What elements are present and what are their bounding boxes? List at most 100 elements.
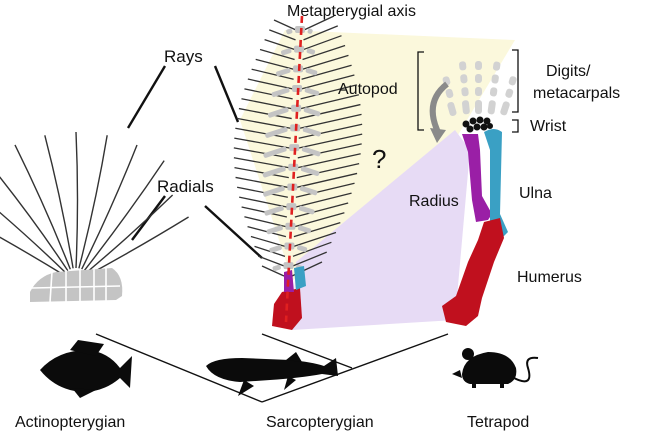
autopod-label: Autopod [338,81,398,98]
fin-ray [298,123,363,139]
fin-ray [241,206,288,218]
fin-ray [294,202,349,218]
digit-bone [447,102,457,117]
sarcopterygian-rays [233,15,363,277]
radius-label: Radius [409,193,459,210]
actinopterygian-radials [30,268,123,302]
fin-ray [44,135,74,269]
fin-ray [294,212,345,228]
fin-ray [299,103,361,120]
fin-ray [250,235,286,248]
radial-bone [286,28,293,35]
radial-bone [304,87,320,96]
radial-bone [271,87,290,98]
fin-ray [300,74,355,90]
actinopterygian-label: Actinopterygian [15,414,125,431]
digit-bone [445,88,454,99]
fin-ray [234,137,291,149]
fin-ray [247,78,294,90]
sarcopterygian-ulna [294,266,306,290]
radial-bone [289,144,300,152]
radial-bone [301,146,321,157]
radial-bone [306,48,316,55]
fin-ray [251,68,294,80]
radial-bone [286,203,297,211]
fin-ray [0,236,65,276]
fin-ray [255,58,295,70]
tetrapod-humerus-bone [442,218,504,326]
digit-bone [500,101,510,116]
fin-ray [292,241,332,257]
fin-ray [0,176,69,272]
fin-ray [261,265,285,277]
radial-bone [297,225,312,234]
sarcopterygian-fish-silhouette [206,352,338,396]
fin-ray [303,15,335,31]
fin-ray [238,107,292,120]
digit-bone [461,87,469,97]
wrist-bracket [512,119,519,133]
fin-ray [244,216,287,228]
actinopterygian-fin [0,131,189,303]
radial-bone [269,245,282,253]
fin-ray [234,166,289,179]
fin-ray [296,162,360,179]
fin-ray [302,44,346,61]
radial-bone [303,107,321,117]
phylogeny-tree [95,333,449,403]
fin-ray [301,54,349,70]
radial-bone [272,264,281,272]
tetrapod-wrist [462,116,493,133]
radial-bone [280,48,292,56]
rotation-arrow-icon [429,81,449,134]
fin-ray [0,211,67,274]
digit-bone [487,100,496,115]
fin-ray [257,255,285,267]
fin-ray [14,144,71,270]
metapterygial-axis-label: Metapterygial axis [287,3,416,20]
radial-bone [302,127,321,137]
fin-ray [78,135,108,269]
digit-bone [475,87,482,96]
tetrapod-digits [442,61,517,117]
metapterygial-axis-line [284,15,304,323]
radial-bone [263,186,285,197]
radial-bone [298,205,315,215]
radial-bone [288,163,299,171]
fin-ray [236,117,292,130]
humerus-label: Humerus [517,269,582,286]
radial-bone [263,146,287,158]
fin-ray [81,144,138,270]
fin-ray [300,94,360,110]
sarcopterygian-fin [233,15,363,330]
tetrapod-mouse-silhouette [452,348,539,388]
fin-ray [244,88,293,100]
fin-ray [302,35,342,51]
digit-bone [489,87,498,97]
digits-label: Digits/ [546,63,591,80]
digit-bone [459,61,467,71]
fin-ray [235,176,289,189]
digit-bone [505,88,514,98]
fin-ray [259,48,295,61]
fin-ray [292,251,327,267]
fin-ray [301,64,352,80]
fin-ray [241,98,293,110]
fin-ray [87,216,189,276]
sarcopterygian-radials [262,26,321,272]
fin-ray [233,157,290,169]
radial-bone [276,67,291,77]
radial-bone [294,45,305,53]
fin-ray [239,196,288,208]
question-mark: ? [372,144,386,174]
wrist-label: Wrist [530,118,567,135]
fin-ray [75,131,79,269]
fin-ray [297,153,361,169]
tetrapod-radius-bone [462,134,492,222]
radial-bone [266,225,283,235]
digit-bone [461,100,470,115]
digit-bone [475,100,482,114]
radial-bone [283,262,294,270]
metacarpals-label: metacarpals [533,85,620,102]
fin-ray [299,113,362,130]
